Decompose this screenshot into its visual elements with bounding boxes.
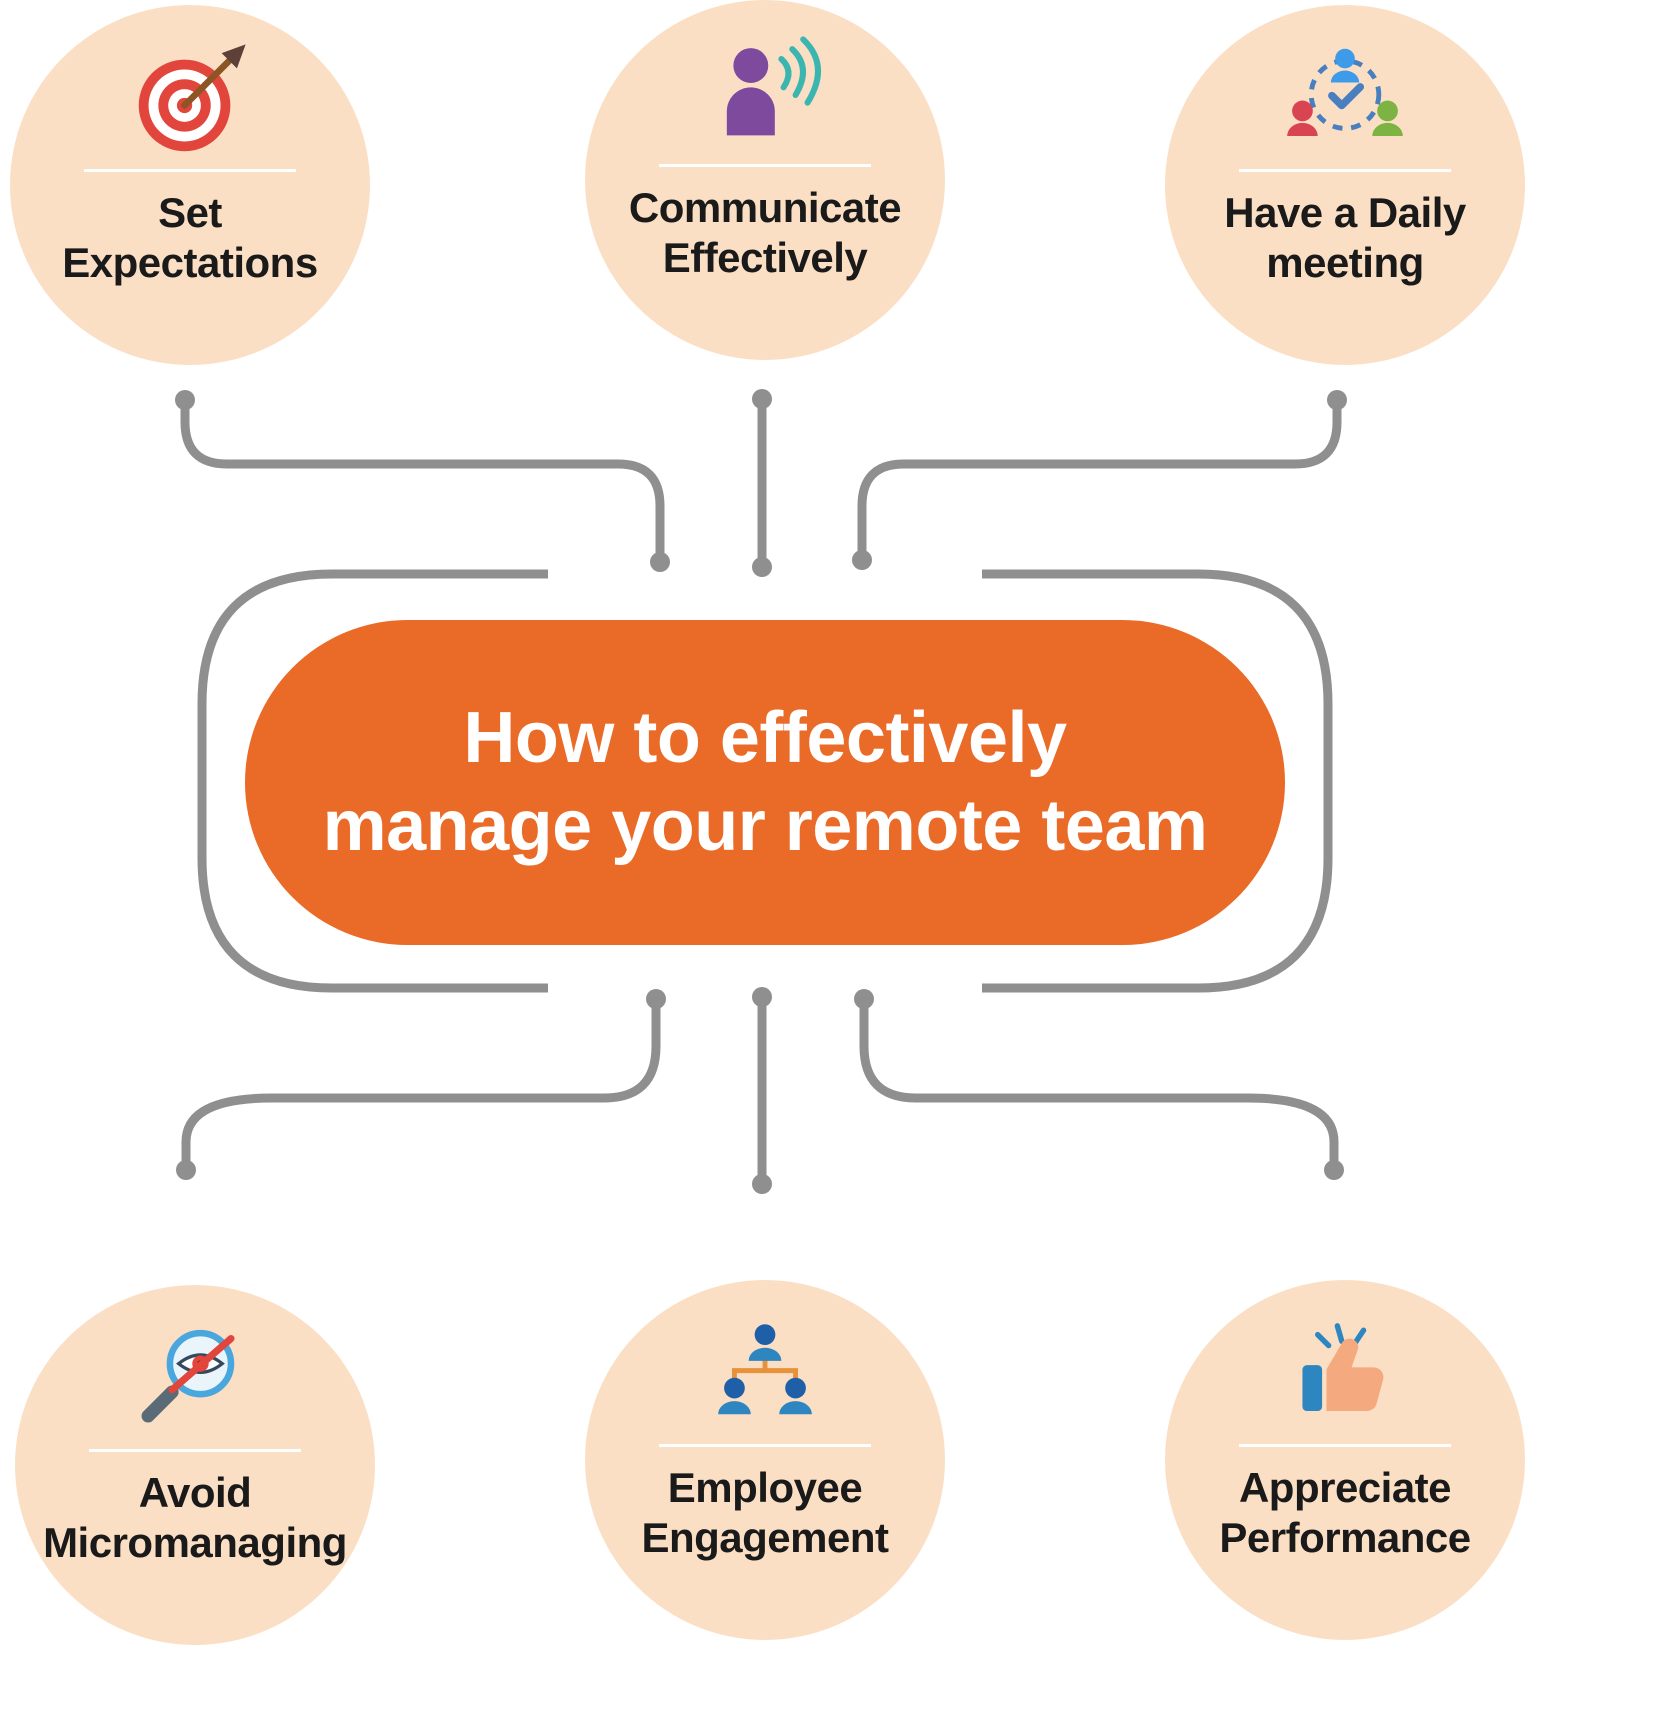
target-dart [181,44,246,109]
divider-line [84,169,296,172]
label-line: Employee [667,1464,863,1511]
team-meeting-icon [1285,39,1405,161]
node-avoid-micromanaging: Avoid Micromanaging [15,1285,375,1645]
label-line: Performance [1219,1514,1471,1562]
node-label: Avoid Micromanaging [43,1468,347,1569]
node-label: Set Expectations [62,188,318,289]
node-appreciate-performance: Appreciate Performance [1165,1280,1525,1640]
label-line: Micromanaging [43,1519,347,1567]
node-communicate-effectively: Communicate Effectively [585,0,945,360]
sound-waves [778,36,821,106]
thumbs-up-icon [1285,1314,1405,1436]
sparkle-lines [1315,1323,1367,1349]
node-employee-engagement: Employee Engagement [585,1280,945,1640]
center-title-pill: How to effectively manage your remote te… [245,620,1285,945]
person-top-blue [1330,48,1360,83]
connector-top-left [180,402,665,560]
sleeve-cuff [1302,1365,1323,1411]
label-line: Engagement [641,1514,889,1562]
connector-bottom-right [859,1000,1339,1166]
label-line: Set [158,189,222,236]
node-label: Employee Engagement [641,1463,889,1564]
node-label: Appreciate Performance [1219,1463,1471,1564]
connector-top-right [857,402,1342,558]
label-line: Have a Daily [1224,189,1466,236]
org-chart-links [732,1359,798,1386]
org-chart-people-icon [705,1314,825,1436]
target-icon [130,39,250,161]
center-title-line2: manage your remote team [322,785,1208,866]
node-set-expectations: Set Expectations [10,5,370,365]
divider-line [659,1444,871,1447]
person-bottom-right [779,1377,812,1415]
node-label: Communicate Effectively [628,183,902,284]
label-line: Appreciate [1238,1464,1452,1511]
person-right-green [1372,100,1403,136]
divider-line [1239,169,1451,172]
node-have-a-daily-meeting: Have a Daily meeting [1165,5,1525,365]
label-line: Effectively [662,234,868,282]
check-mark [1328,83,1365,110]
magnifier-handle [141,1385,179,1423]
prohibition-slash [168,1335,235,1394]
center-title-line1: How to effectively [463,697,1067,778]
label-line: meeting [1266,239,1424,287]
person-left-red [1287,100,1318,136]
thumb-hand [1326,1338,1384,1412]
connector-bottom-left [181,1000,661,1166]
no-spying-magnifier-icon [135,1319,255,1441]
person-bottom-left [718,1377,751,1415]
label-line: Avoid [138,1469,252,1516]
divider-line [1239,1444,1451,1447]
person-top [748,1324,782,1361]
node-label: Have a Daily meeting [1224,188,1466,289]
divider-line [659,164,871,167]
divider-line [89,1449,301,1452]
person-silhouette [726,48,775,136]
speaking-person-icon [705,34,825,156]
dashed-cycle-ring [1308,58,1382,131]
label-line: Communicate [628,184,902,231]
label-line: Expectations [62,239,318,287]
